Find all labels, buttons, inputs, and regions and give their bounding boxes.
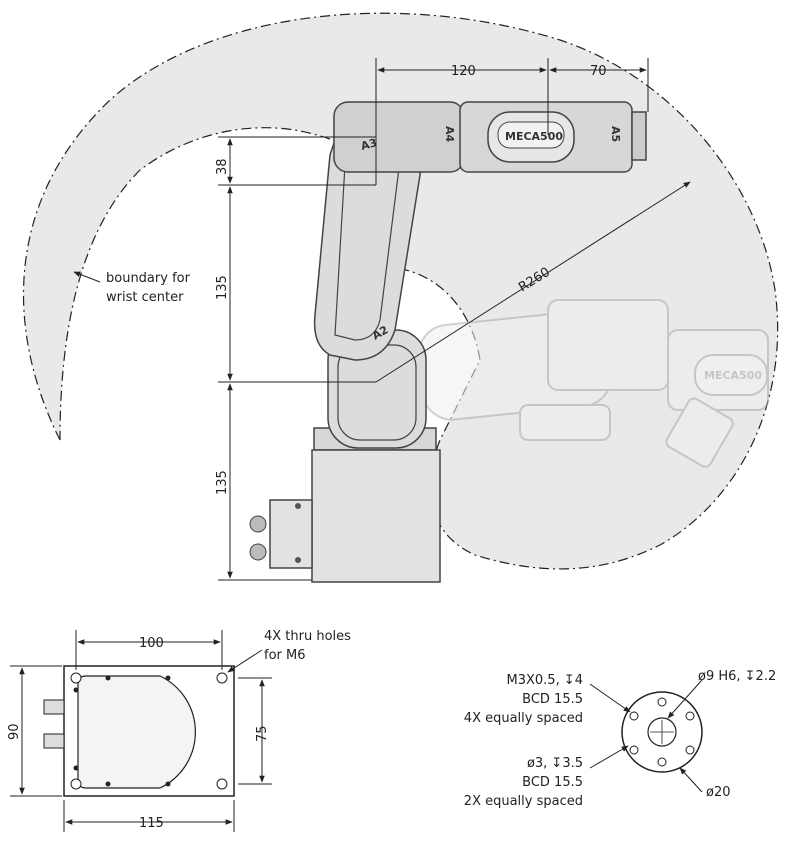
mount-hole — [70, 672, 82, 684]
side-dimensions — [73, 58, 691, 581]
note-pins-line1: ø3, ↧3.5 — [527, 756, 583, 771]
note-flange-bore: ø9 H6, ↧2.2 — [698, 669, 776, 684]
dim-base-total-width: 115 — [139, 816, 164, 831]
tool-flange — [631, 111, 647, 161]
mount-hole — [216, 778, 228, 790]
logo-text: MECA500 — [505, 130, 563, 143]
dim-arm-tool: 70 — [590, 64, 607, 79]
axis-label-a5: A5 — [609, 126, 622, 142]
thread-hole — [685, 711, 695, 721]
mount-hole — [70, 778, 82, 790]
flange-leaders — [589, 679, 703, 793]
note-threads-line3: 4X equally spaced — [464, 711, 583, 726]
connector-icon — [249, 515, 267, 533]
note-pins-line3: 2X equally spaced — [464, 794, 583, 809]
dim-shoulder-offset: 38 — [215, 158, 230, 175]
note-flange-diameter: ø20 — [706, 785, 731, 800]
axis-label-a3: A3 — [359, 136, 378, 153]
note-mount-holes-line2: for M6 — [264, 648, 306, 663]
note-pins-line2: BCD 15.5 — [522, 775, 583, 790]
connector-icon — [43, 733, 65, 749]
pin-hole — [657, 697, 667, 707]
connector-icon — [249, 543, 267, 561]
note-threads-line1: M3X0.5, ↧4 — [507, 673, 584, 688]
base-footprint — [43, 665, 235, 797]
thread-hole — [685, 745, 695, 755]
flange-view — [621, 691, 703, 773]
thread-hole — [629, 711, 639, 721]
axis-label-a4: A4 — [443, 126, 456, 143]
upper-arm-link — [313, 139, 422, 361]
mount-hole — [216, 672, 228, 684]
note-threads-line2: BCD 15.5 — [522, 692, 583, 707]
note-boundary-line1: boundary for — [106, 271, 191, 286]
dim-height-lower: 135 — [215, 470, 230, 495]
note-mount-holes-line1: 4X thru holes — [264, 629, 351, 644]
thread-hole — [629, 745, 639, 755]
base-dimensions — [10, 630, 272, 832]
dim-base-holes-width: 100 — [139, 636, 164, 651]
connector-box — [269, 499, 313, 569]
dim-height-upper: 135 — [215, 275, 230, 300]
dim-base-total-depth: 90 — [7, 723, 22, 740]
connector-icon — [43, 699, 65, 715]
pin-hole — [657, 757, 667, 767]
dim-arm-upper: 120 — [451, 64, 476, 79]
robot-ghost-extended: MECA500 — [417, 299, 769, 468]
ghost-logo-text: MECA500 — [704, 369, 762, 382]
dim-base-holes-depth: 75 — [255, 725, 270, 742]
note-boundary-line2: wrist center — [106, 290, 184, 305]
